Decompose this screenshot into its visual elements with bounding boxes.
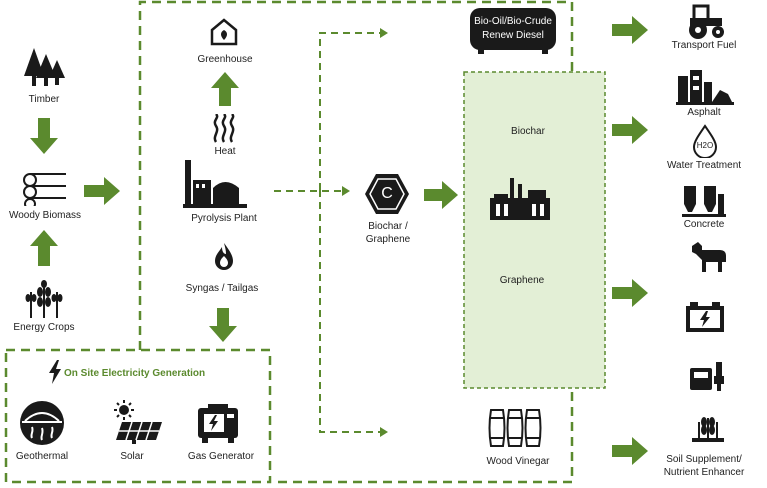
- wheat-icon: [25, 280, 63, 318]
- plant-icon: [692, 417, 724, 442]
- biochar-graphene-label-line1: Biochar /: [368, 221, 408, 232]
- water-treatment-label: Water Treatment: [666, 160, 742, 171]
- solar-panel-icon: [114, 400, 162, 444]
- arrow-timber-down: [30, 118, 58, 154]
- battery-icon: [686, 302, 724, 332]
- soil-supplement-label-line1: Soil Supplement/: [666, 454, 742, 465]
- biochar-graphene-label-line2: Graphene: [365, 234, 411, 245]
- lightning-icon: [49, 360, 61, 384]
- arrow-syngas-down: [209, 308, 237, 342]
- tank-leg-left: [478, 48, 484, 54]
- graphene-label: Graphene: [499, 275, 545, 286]
- heat-label: Heat: [214, 146, 236, 157]
- carbon-hexagon-icon: [365, 174, 409, 214]
- flow-line-to-bio-oil: [319, 32, 380, 190]
- arrow-biomass-right: [84, 177, 120, 205]
- biochar-label: Biochar: [511, 126, 545, 137]
- trees-icon: [24, 48, 65, 86]
- barrels-icon: [488, 409, 542, 447]
- factory-icon: [490, 178, 550, 220]
- solar-label: Solar: [120, 451, 144, 462]
- log-pile-icon: [23, 173, 66, 206]
- geothermal-label: Geothermal: [15, 451, 69, 462]
- biochar-graphene-panel: [463, 71, 606, 389]
- carbon-symbol: C: [381, 185, 393, 202]
- heat-icon: [213, 114, 235, 143]
- generator-icon: [198, 404, 238, 443]
- bio-oil-label-line1: Bio-Oil/Bio-Crude: [474, 16, 552, 27]
- timber-label: Timber: [28, 94, 60, 105]
- arrow-biochar-uses-right: [612, 116, 648, 144]
- pyrolysis-plant-label: Pyrolysis Plant: [191, 213, 257, 224]
- arrow-transport-right: [612, 16, 648, 44]
- water-drop-icon: [692, 124, 718, 158]
- wood-vinegar-label: Wood Vinegar: [486, 456, 550, 467]
- water-symbol: H2O: [696, 141, 714, 150]
- geothermal-icon: [20, 401, 64, 445]
- electricity-title: On Site Electricity Generation: [64, 368, 206, 379]
- gas-generator-label: Gas Generator: [187, 451, 255, 462]
- arrow-energy-up: [30, 230, 58, 266]
- electricity-box: [4, 348, 272, 484]
- arrow-heat-up: [211, 72, 239, 106]
- flow-line-to-wood-vinegar: [319, 190, 380, 433]
- arrow-vinegar-uses-right: [612, 437, 648, 465]
- bio-oil-tank: [470, 8, 556, 50]
- concrete-label: Concrete: [683, 219, 725, 230]
- arrow-graphene-uses-right: [612, 279, 648, 307]
- bio-oil-label-line2: Renew Diesel: [482, 30, 544, 41]
- tank-leg-right: [542, 48, 548, 54]
- tractor-icon: [689, 4, 724, 39]
- process-frame: [138, 0, 574, 484]
- greenhouse-label: Greenhouse: [197, 54, 253, 65]
- syngas-label: Syngas / Tailgas: [185, 283, 259, 294]
- arrow-biochar-right: [424, 181, 458, 209]
- paint-bucket-icon: [690, 362, 724, 391]
- energy-crops-label: Energy Crops: [13, 322, 75, 333]
- soil-supplement-label-line2: Nutrient Enhancer: [663, 467, 745, 478]
- concrete-plant-icon: [682, 186, 726, 217]
- flow-arrowhead-wood-vinegar: [380, 427, 388, 437]
- woody-biomass-label: Woody Biomass: [8, 210, 82, 221]
- asphalt-plant-icon: [676, 70, 734, 105]
- transport-fuel-label: Transport Fuel: [671, 40, 737, 51]
- flow-arrowhead-bio-oil: [380, 28, 388, 38]
- greenhouse-icon: [210, 18, 238, 46]
- flame-icon: [215, 243, 233, 270]
- cow-icon: [692, 242, 726, 272]
- flow-arrowhead-biochar: [342, 186, 350, 196]
- pyrolysis-plant-icon: [183, 160, 247, 208]
- asphalt-label: Asphalt: [687, 107, 721, 118]
